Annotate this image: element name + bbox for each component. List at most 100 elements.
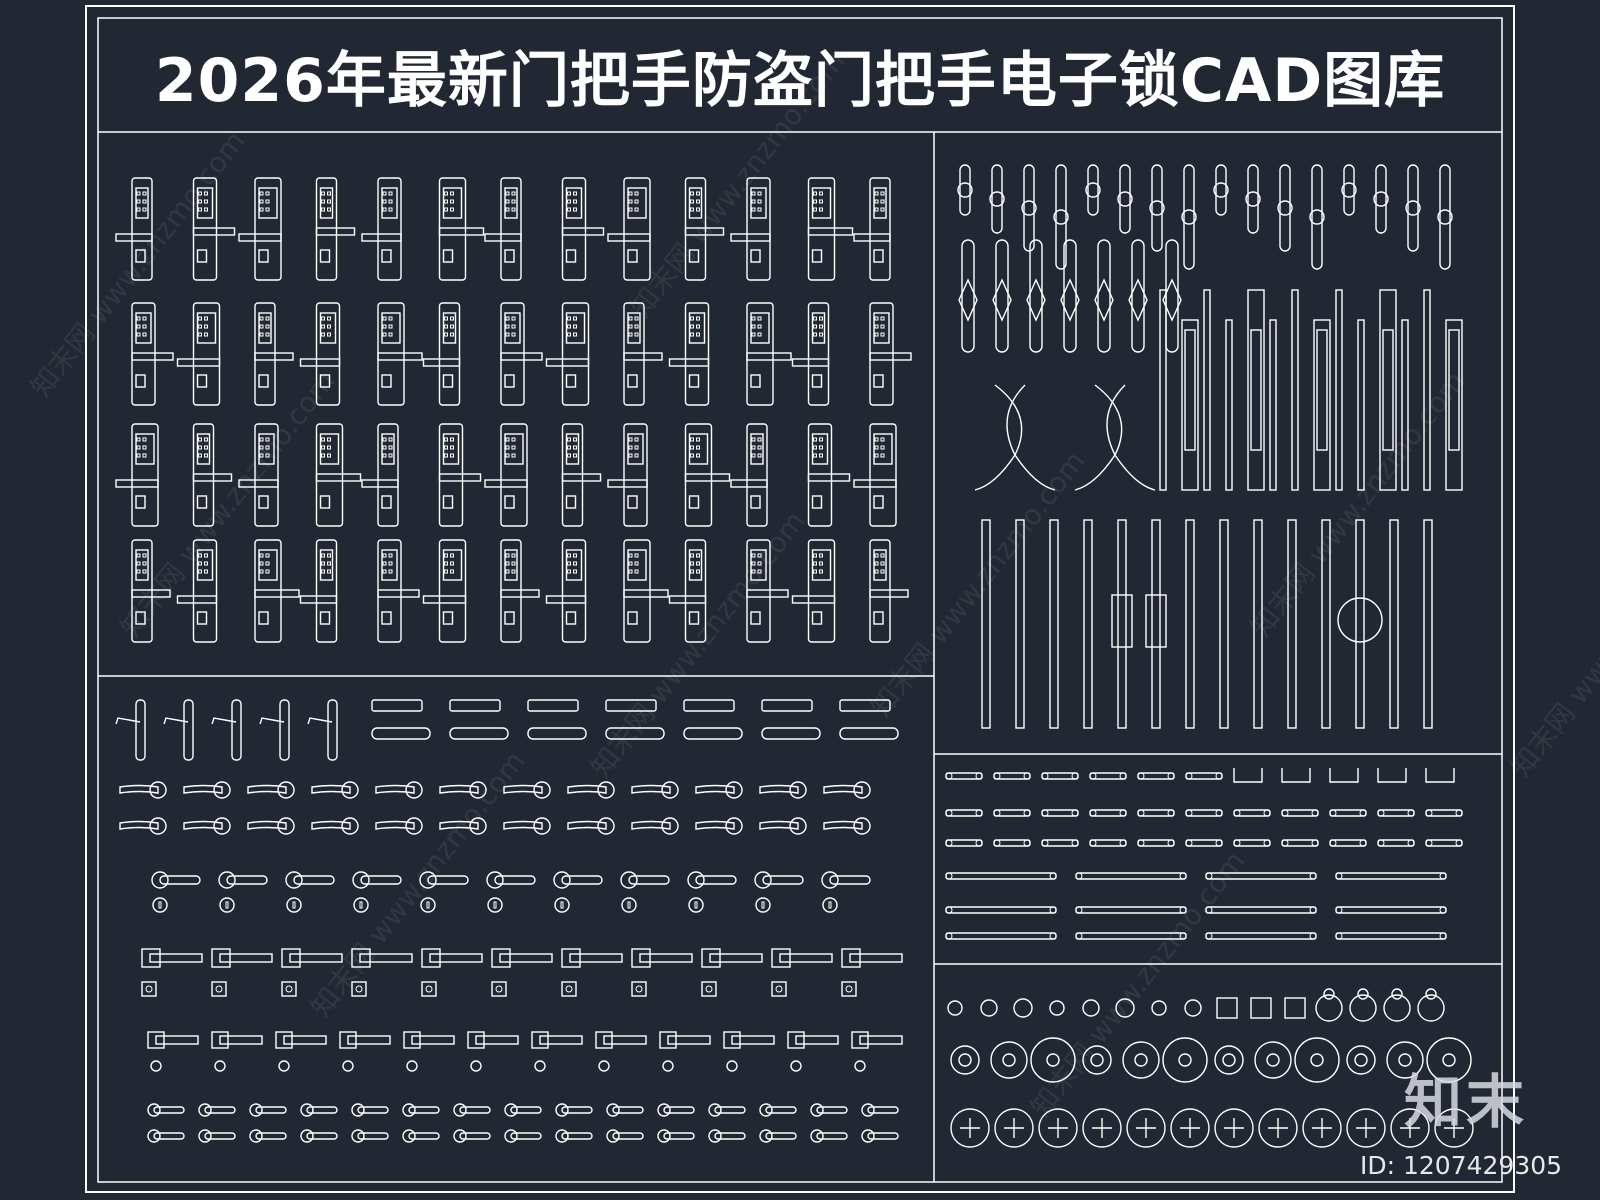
keypad-button xyxy=(321,207,325,212)
rosette xyxy=(687,871,705,889)
cabinet-pull-drawing xyxy=(945,809,983,817)
small-lever-drawing xyxy=(249,1103,287,1117)
bar xyxy=(1181,319,1199,491)
lever-handle xyxy=(238,479,279,488)
smart-lock-drawing xyxy=(607,423,648,527)
keypad-button xyxy=(265,553,270,558)
mid-pull-drawing xyxy=(1060,239,1080,353)
plate-pattern xyxy=(1444,1118,1464,1138)
small-lever-drawing xyxy=(606,1129,644,1143)
lever xyxy=(695,784,735,794)
keypad-outline xyxy=(135,312,152,344)
rose xyxy=(453,1129,467,1143)
knob-drawing xyxy=(1284,997,1306,1019)
fingerprint-reader xyxy=(258,495,269,509)
keypad-button xyxy=(321,561,325,566)
lever-handle xyxy=(746,589,789,598)
mount-right xyxy=(975,839,983,847)
keypad-button xyxy=(819,561,823,566)
long-bar xyxy=(1015,519,1025,729)
lever xyxy=(439,784,479,794)
lever-escutcheon-drawing xyxy=(352,871,402,913)
rosette-lever-drawing xyxy=(631,781,679,799)
keypad-outline xyxy=(688,433,709,465)
mount-right xyxy=(1263,839,1271,847)
lever xyxy=(311,820,351,830)
lever xyxy=(119,784,159,794)
fingerprint-reader xyxy=(381,374,392,388)
horn-handle-drawing xyxy=(974,384,1056,491)
rosette-lever-drawing xyxy=(823,817,871,835)
lock-panel xyxy=(500,177,522,281)
mount-left xyxy=(945,932,953,940)
rosette xyxy=(469,781,487,799)
mount-left xyxy=(1233,809,1241,817)
smart-lock-drawing xyxy=(299,302,341,406)
long-bar xyxy=(981,519,991,729)
keypad-outline xyxy=(504,549,518,581)
knob-drawing xyxy=(980,999,998,1017)
lever xyxy=(408,1106,440,1114)
keypad-button xyxy=(505,437,510,442)
smart-lock-drawing xyxy=(484,423,528,527)
lever-handle xyxy=(668,358,710,367)
lever-handle xyxy=(500,589,540,598)
keypad-outline xyxy=(258,549,278,581)
mount-left xyxy=(1335,932,1343,940)
lever xyxy=(612,1132,644,1140)
cabinet-pull-drawing xyxy=(1335,906,1447,914)
keyhole-escutcheon xyxy=(420,897,436,913)
lever xyxy=(499,953,553,963)
keypad-button xyxy=(813,553,817,558)
pull-bar xyxy=(1087,164,1099,216)
pull-bar xyxy=(945,906,1057,914)
keypad-button xyxy=(573,553,577,558)
lever-handle xyxy=(238,233,282,242)
mount-left xyxy=(1425,809,1433,817)
keyhole xyxy=(225,901,229,909)
lever xyxy=(153,1132,185,1140)
keypad-button xyxy=(204,437,208,442)
decorative-ring-drawing xyxy=(1386,1041,1424,1079)
keypad-outline xyxy=(319,433,340,465)
lever xyxy=(163,717,189,725)
lever xyxy=(347,1035,391,1045)
keypad-button xyxy=(450,332,454,337)
center-block xyxy=(1145,594,1167,648)
pull-boss xyxy=(1149,200,1165,216)
bar xyxy=(1269,319,1277,491)
lever-handle xyxy=(746,352,792,361)
keypad-button xyxy=(265,445,270,450)
keypad-button xyxy=(880,332,885,337)
keypad-button xyxy=(628,199,633,204)
mount-right xyxy=(1049,932,1057,940)
horn-left xyxy=(974,384,1023,491)
keypad-button xyxy=(265,324,270,329)
keypad-outline xyxy=(319,187,334,219)
mount-left xyxy=(993,809,1001,817)
small-lever-drawing xyxy=(504,1103,542,1117)
u-pull xyxy=(1233,768,1263,783)
rosette xyxy=(149,781,167,799)
keypad-button xyxy=(198,199,202,204)
fingerprint-reader xyxy=(811,611,823,625)
keypad-button xyxy=(880,191,885,196)
keypad-button xyxy=(259,453,264,458)
mount-right xyxy=(975,809,983,817)
ring xyxy=(1214,1045,1244,1075)
decorative-ring-drawing xyxy=(1426,1037,1472,1083)
ring xyxy=(990,1041,1028,1079)
rosette xyxy=(754,871,772,889)
keypad-outline xyxy=(811,187,832,219)
bar-top xyxy=(683,699,735,712)
keypad-button xyxy=(757,199,762,204)
keypad-button xyxy=(265,316,270,321)
keyhole-escutcheon xyxy=(688,897,704,913)
lever xyxy=(159,875,201,885)
pull-bar xyxy=(1029,239,1043,353)
lever-handle xyxy=(299,358,341,367)
lever-handle xyxy=(623,589,669,598)
small-lever-drawing xyxy=(555,1129,593,1143)
lever-escutcheon-drawing xyxy=(553,871,603,913)
keypad-button xyxy=(388,561,393,566)
